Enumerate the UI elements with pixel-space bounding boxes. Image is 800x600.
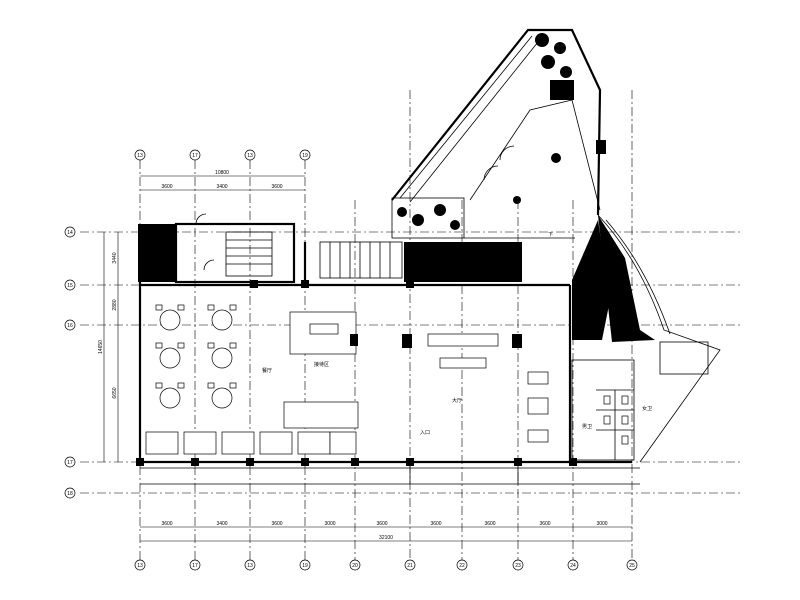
solid-wall-masses: [138, 215, 655, 342]
grid-label-bottom-1: 13: [137, 563, 143, 569]
label-washroom-female: 女卫: [642, 405, 652, 412]
stair-core: [174, 213, 403, 284]
grid-label-bottom-9: 24: [570, 563, 576, 569]
dim-bottom-seg-7: 3600: [484, 521, 495, 527]
grid-bubbles-bottom: 13 17 13 19 20 21 22 23 24 25: [134, 559, 638, 571]
label-entrance: 入口: [420, 430, 430, 436]
dim-bottom-seg-8: 3600: [539, 521, 550, 527]
label-washroom-male: 男卫: [582, 424, 592, 430]
dim-left-seg-3: 6650: [112, 387, 118, 398]
lobby-furniture: [289, 311, 549, 443]
dim-bottom-seg-2: 3400: [216, 521, 227, 527]
dimension-text-left: 14650 3440 2880 6650: [98, 252, 118, 398]
grid-label-bottom-2: 17: [192, 563, 198, 569]
dim-top-total: 10800: [215, 170, 229, 176]
dim-left-seg-2: 2880: [112, 299, 118, 310]
dimension-lines: [103, 175, 632, 542]
grid-label-left-4: 17: [67, 460, 73, 466]
dim-left-seg-1: 3440: [112, 252, 118, 263]
dim-bottom-seg-9: 3000: [596, 521, 607, 527]
curved-glazing: [597, 214, 721, 463]
dim-bottom-seg-4: 3000: [324, 521, 335, 527]
grid-bubbles-left: 14 15 16 17 18: [64, 226, 76, 499]
grid-label-left-1: 14: [67, 230, 73, 236]
dining-round-tables: [155, 304, 237, 409]
label-dining: 餐厅: [262, 367, 272, 374]
grid-label-bottom-4: 19: [302, 563, 308, 569]
grid-label-top-4: 19: [302, 153, 308, 159]
dim-bottom-seg-6: 3600: [430, 521, 441, 527]
room-labels: 餐厅 大厅 接待区 入口 男卫 女卫 下: [262, 232, 652, 436]
label-reception: 接待区: [314, 361, 329, 368]
washroom-block: [571, 359, 635, 461]
grid-label-bottom-3: 13: [247, 563, 253, 569]
dimension-text-top: 10800 3600 3400 3600: [161, 170, 282, 190]
grid-label-top-1: 13: [137, 153, 143, 159]
grid-bubbles-top: 13 17 13 19: [134, 149, 311, 161]
dim-top-seg-3: 3600: [271, 184, 282, 190]
grid-label-bottom-8: 23: [515, 563, 521, 569]
grid-label-bottom-6: 21: [407, 563, 413, 569]
grid-label-top-2: 17: [192, 153, 198, 159]
grid-label-bottom-10: 25: [629, 563, 635, 569]
label-landing: 下: [548, 232, 553, 238]
dim-bottom-seg-3: 3600: [271, 521, 282, 527]
grid-label-top-3: 13: [247, 153, 253, 159]
grid-label-left-2: 15: [67, 283, 73, 289]
dim-top-seg-2: 3400: [216, 184, 227, 190]
label-lobby: 大厅: [452, 397, 462, 404]
grid-label-bottom-5: 20: [352, 563, 358, 569]
dining-booths: [145, 401, 359, 455]
dim-top-seg-1: 3600: [161, 184, 172, 190]
structural-columns: [136, 280, 577, 466]
dim-left-total: 14650: [98, 340, 104, 354]
diagonal-wing: [391, 28, 606, 239]
dim-bottom-seg-1: 3600: [161, 521, 172, 527]
grid-label-left-3: 16: [67, 323, 73, 329]
dimension-text-bottom: 3600 3400 3600 3000 3600 3600 3600 3600 …: [161, 521, 607, 541]
planters: [397, 33, 572, 230]
grid-label-bottom-7: 22: [459, 563, 465, 569]
grid-label-left-5: 18: [67, 491, 73, 497]
dim-bottom-total: 32100: [379, 535, 393, 541]
dim-bottom-seg-5: 3600: [376, 521, 387, 527]
